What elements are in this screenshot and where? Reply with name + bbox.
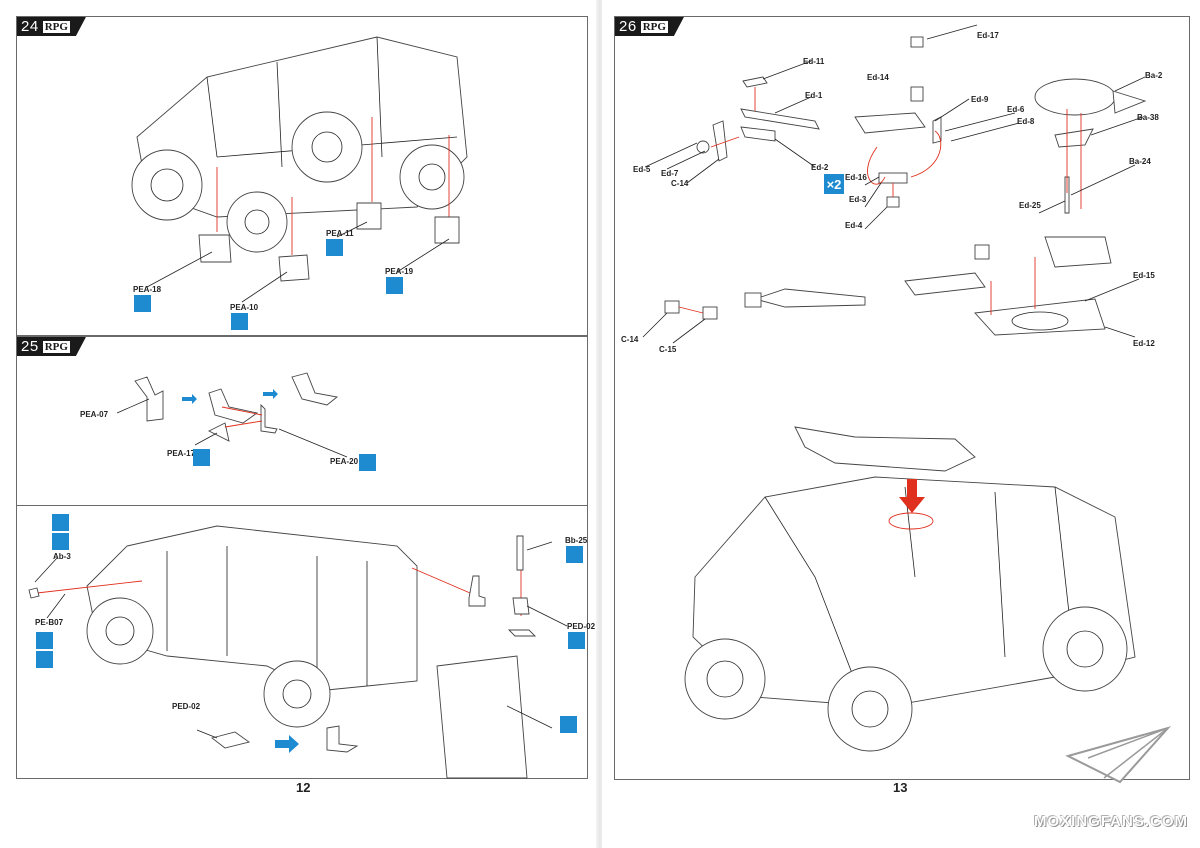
vehicle-underside-drawing — [131, 36, 468, 303]
part-label-ped-02: PED-02 — [567, 622, 596, 631]
step-antenna-panel: Ab-3 PE-B07 Bb-25 PED-02 PED-02 — [16, 505, 595, 779]
bend-icon — [36, 651, 53, 668]
left-page: 24 RPG PEA-18 PEA-10 PEA-11 — [0, 0, 598, 848]
glue-drop-icon — [52, 533, 69, 550]
brand-logo: RPG — [44, 20, 68, 33]
brand-logo: RPG — [44, 340, 68, 353]
part-label-ed-3: Ed-3 — [849, 195, 867, 204]
watermark-text: MOXINGFANS.COM — [1033, 813, 1188, 830]
step-24-badge: 24 RPG — [17, 17, 86, 36]
part-label-ed-1: Ed-1 — [805, 91, 823, 100]
part-label-pea-17: PEA-17 — [167, 449, 196, 458]
part-label-ba-24: Ba-24 — [1129, 157, 1151, 166]
part-label-pea-11: PEA-11 — [326, 229, 354, 238]
bend-icon — [52, 514, 69, 531]
weapon-mount-assembly-drawing — [642, 24, 1147, 752]
glue-drop-icon — [386, 277, 403, 294]
x2-badge: ×2 — [824, 174, 844, 194]
part-label-ed-17: Ed-17 — [977, 31, 999, 40]
part-label-ed-12: Ed-12 — [1133, 339, 1155, 348]
part-label-ab-3: Ab-3 — [53, 552, 71, 561]
part-label-pea-07: PEA-07 — [80, 410, 109, 419]
part-label-ed-7: Ed-7 — [661, 169, 679, 178]
brand-logo: RPG — [642, 20, 666, 33]
part-label-bb-25: Bb-25 — [565, 536, 588, 545]
glue-drop-icon — [134, 295, 151, 312]
step-number: 26 — [619, 18, 637, 35]
part-label-ped-02-bottom: PED-02 — [172, 702, 201, 711]
glue-drop-icon — [231, 313, 248, 330]
part-label-ed-11: Ed-11 — [803, 57, 825, 66]
glue-drop-icon — [566, 546, 583, 563]
part-label-c-14: C-14 — [671, 179, 689, 188]
part-label-pea-18: PEA-18 — [133, 285, 162, 294]
part-label-ba-2: Ba-2 — [1145, 71, 1163, 80]
paper-plane-logo-icon — [1065, 726, 1172, 784]
part-label-c-15: C-15 — [659, 345, 677, 354]
part-label-ed-25: Ed-25 — [1019, 201, 1041, 210]
step-number: 24 — [21, 18, 39, 35]
bracket-assembly-drawing — [116, 372, 348, 458]
part-label-ed-9: Ed-9 — [971, 95, 989, 104]
part-label-ed-6: Ed-6 — [1007, 105, 1025, 114]
step-25-badge: 25 RPG — [17, 337, 86, 356]
glue-drop-icon — [568, 632, 585, 649]
step-number: 25 — [21, 338, 39, 355]
step-25-panel: 25 RPG PEA-07 PEA-17 PEA-20 — [16, 336, 588, 506]
part-label-ed-15: Ed-15 — [1133, 271, 1155, 280]
part-label-c-14-row2: C-14 — [621, 335, 639, 344]
part-label-ba-38: Ba-38 — [1137, 113, 1159, 122]
part-label-pe-b07: PE-B07 — [35, 618, 64, 627]
part-label-pea-20: PEA-20 — [330, 457, 359, 466]
step-26-badge: 26 RPG — [615, 17, 684, 36]
step-26-panel: 26 RPG — [614, 16, 1190, 780]
glue-drop-icon — [193, 449, 210, 466]
part-label-ed-4: Ed-4 — [845, 221, 863, 230]
step-24-panel: 24 RPG PEA-18 PEA-10 PEA-11 — [16, 16, 588, 336]
cut-icon — [560, 716, 577, 733]
glue-drop-icon — [36, 632, 53, 649]
vehicle-side-drawing — [28, 525, 568, 779]
part-label-pea-10: PEA-10 — [230, 303, 259, 312]
part-label-ed-5: Ed-5 — [633, 165, 651, 174]
part-label-ed-16: Ed-16 — [845, 173, 867, 182]
page-gutter — [596, 0, 604, 848]
glue-drop-icon — [326, 239, 343, 256]
part-label-ed-2: Ed-2 — [811, 163, 829, 172]
leader-lines — [642, 24, 1146, 344]
right-page: 26 RPG — [602, 0, 1200, 848]
part-label-ed-14: Ed-14 — [867, 73, 889, 82]
page-number: 13 — [893, 780, 908, 795]
page-number: 12 — [296, 780, 311, 795]
part-label-pea-19: PEA-19 — [385, 267, 414, 276]
glue-drop-icon — [359, 454, 376, 471]
part-label-ed-8: Ed-8 — [1017, 117, 1035, 126]
